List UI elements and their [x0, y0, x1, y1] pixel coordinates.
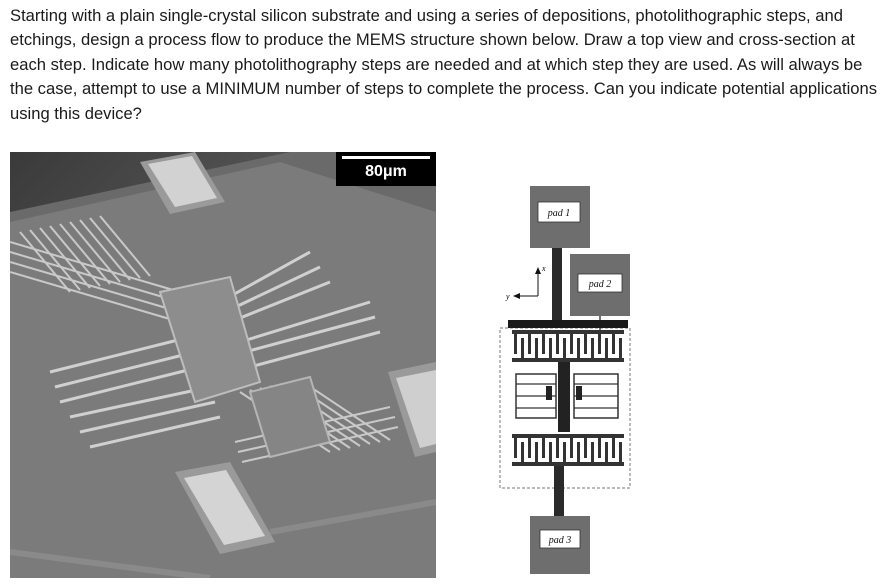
comb-fingers-upper [10, 215, 181, 323]
axis-indicator: x y [505, 264, 546, 301]
pad-3-label: pad 3 [548, 535, 572, 546]
suspension-springs [49, 250, 381, 449]
pad-2: pad 2 [570, 254, 630, 316]
pad-2-label: pad 2 [588, 279, 612, 290]
pad-bottom [175, 462, 275, 554]
scale-bar: 80μm [336, 152, 436, 186]
schematic-graphic: pad 1 pad 2 x y [499, 186, 631, 574]
upper-comb [512, 330, 624, 362]
pad-3: pad 3 [530, 516, 590, 574]
scale-bar-line [342, 156, 430, 159]
axis-x-label: x [541, 264, 546, 273]
question-text: Starting with a plain single-crystal sil… [10, 6, 878, 123]
pad-1: pad 1 [530, 186, 590, 248]
pad-top-left [140, 152, 225, 214]
sem-micrograph [10, 152, 436, 578]
axis-y-label: y [505, 292, 510, 301]
sem-image-graphic [10, 152, 436, 578]
scale-bar-label: 80μm [365, 163, 407, 180]
proof-mass [158, 275, 262, 404]
pad-1-label: pad 1 [547, 208, 571, 219]
lower-comb [512, 434, 624, 466]
pad-right [388, 362, 436, 457]
spring-section [515, 362, 619, 432]
device-schematic: pad 1 pad 2 x y [490, 178, 640, 578]
